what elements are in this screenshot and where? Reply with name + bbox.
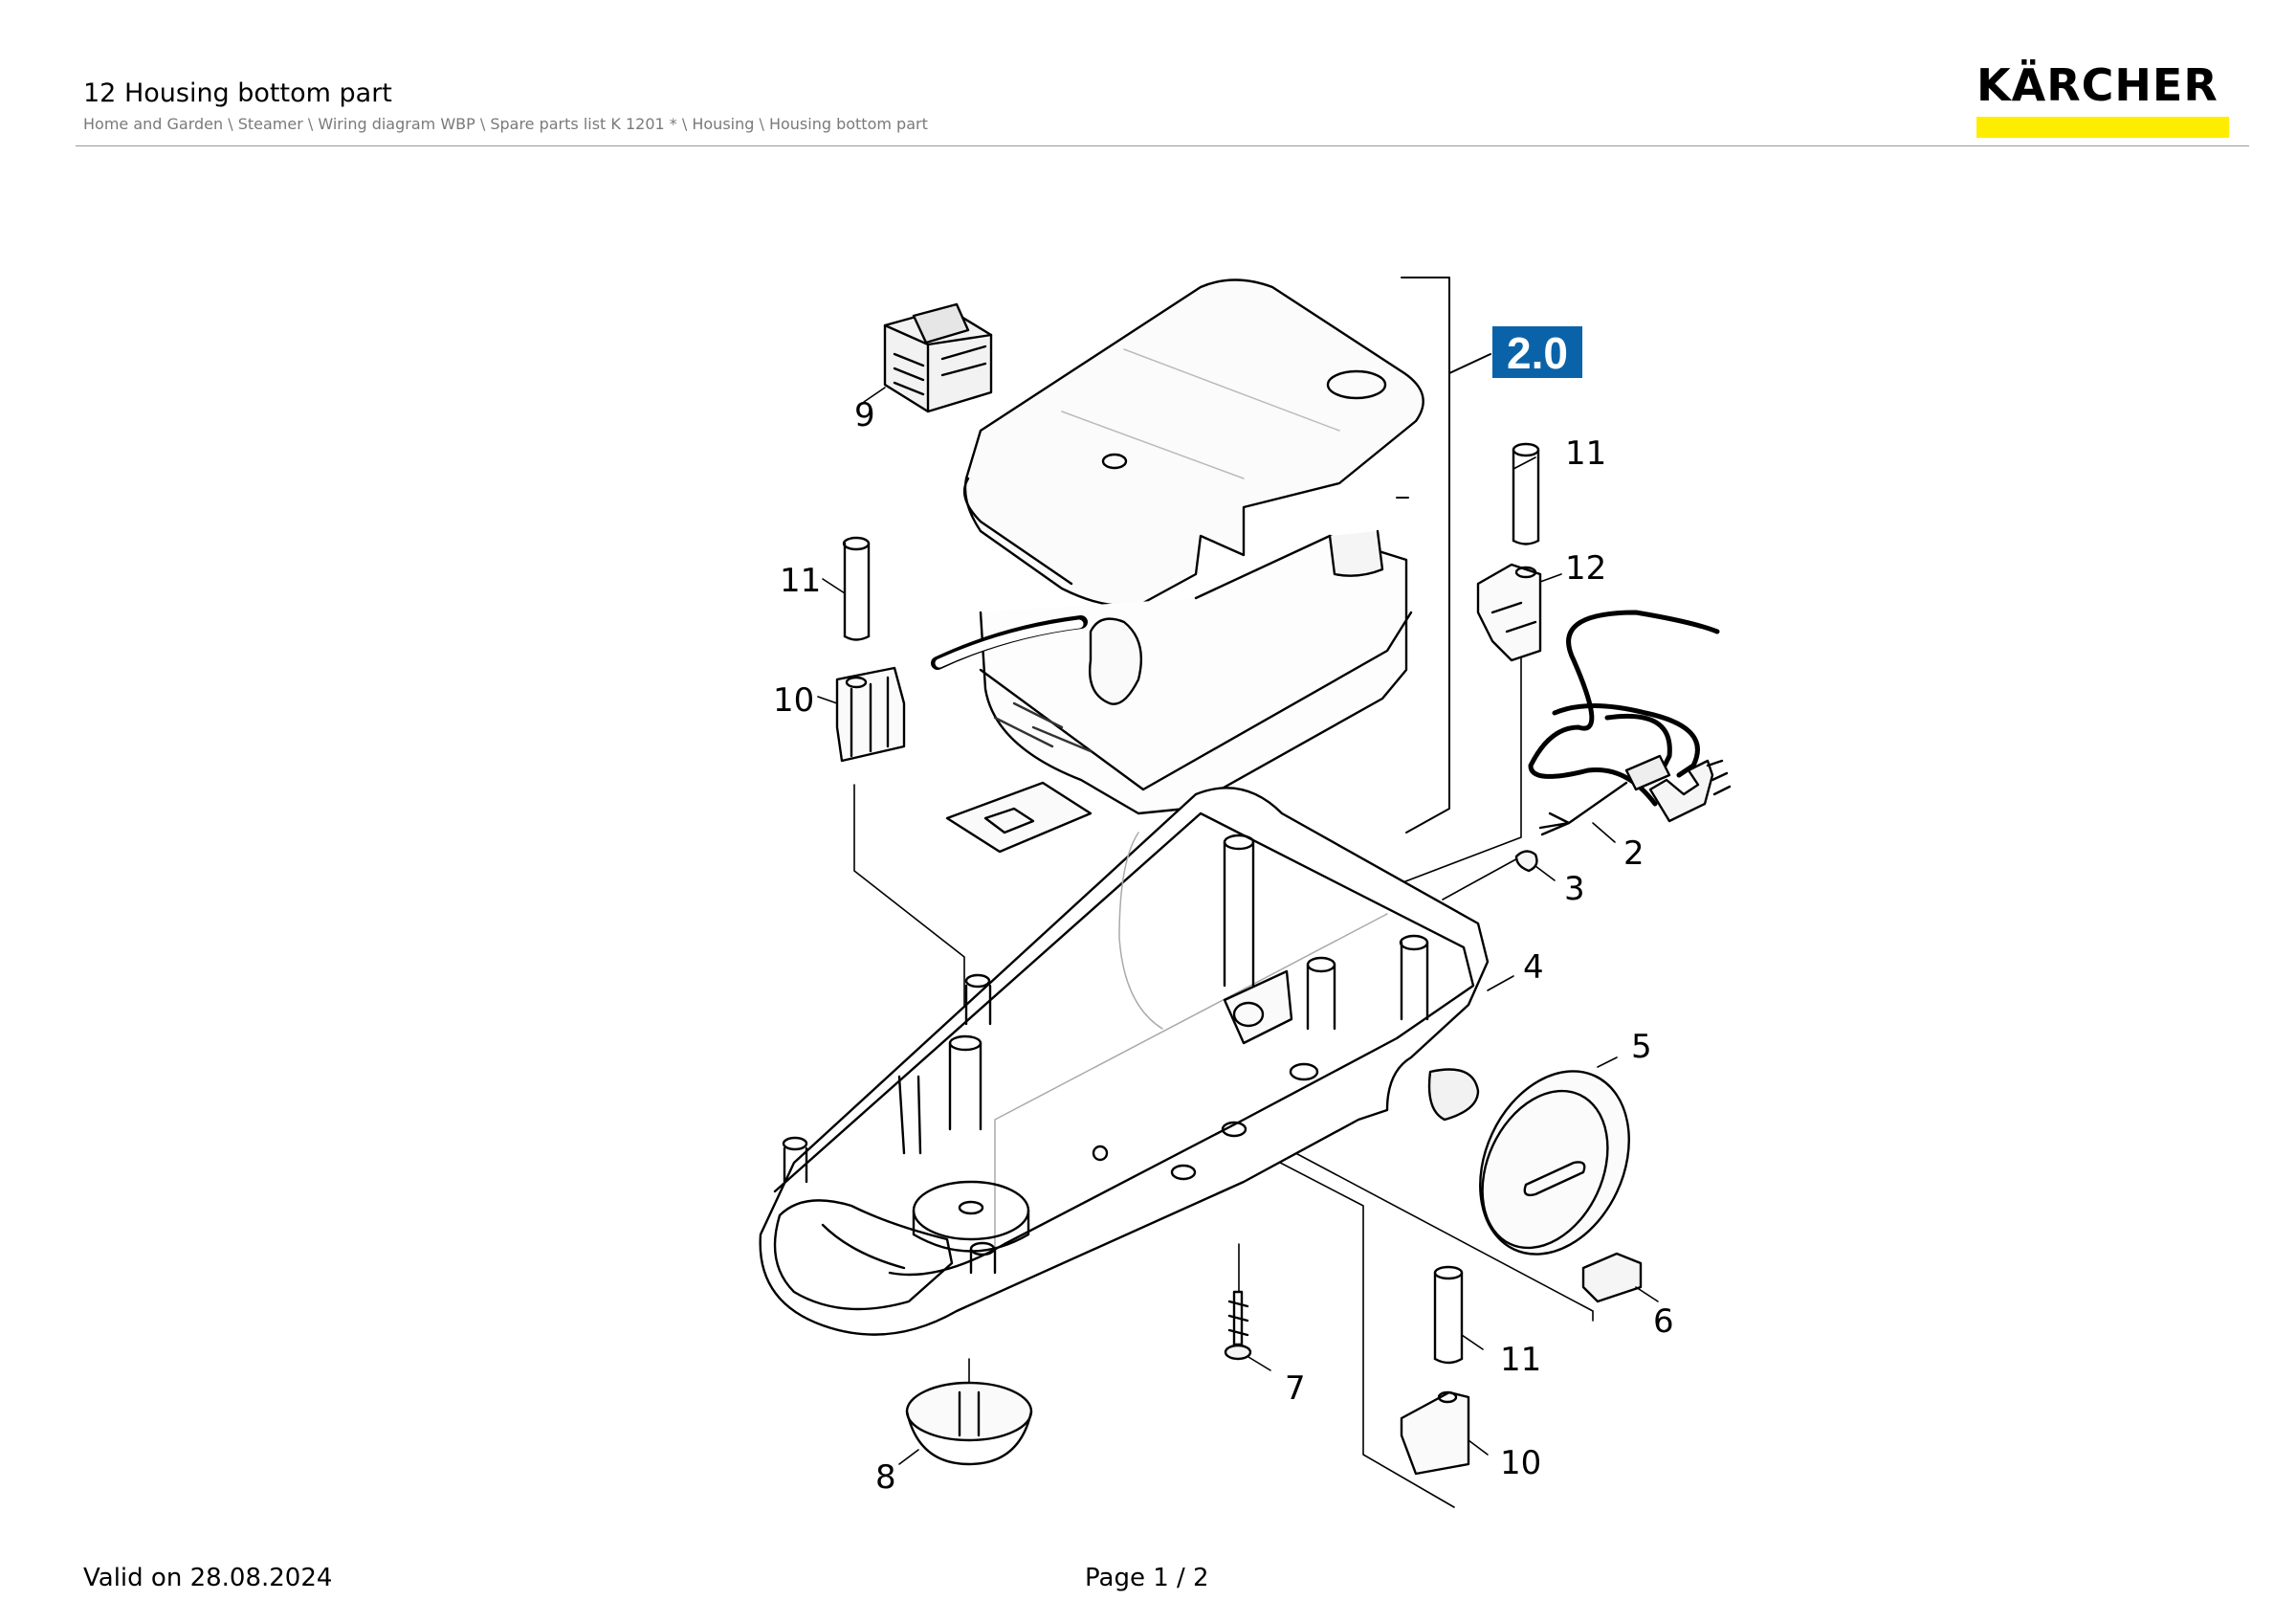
callout-5: 5 [1631, 1028, 1652, 1066]
callout-12: 12 [1565, 549, 1606, 588]
callout-9: 9 [854, 396, 875, 434]
terminal-block-part [1581, 1252, 1643, 1303]
housing-bottom [759, 787, 1490, 1336]
callout-7: 7 [1285, 1369, 1306, 1408]
screw-part [1224, 1290, 1252, 1361]
cable-clip-part [1514, 850, 1538, 873]
tube-part-left [842, 536, 871, 641]
valid-date: Valid on 28.08.2024 [83, 1564, 333, 1592]
callout-3: 3 [1564, 870, 1585, 908]
group-badge [1492, 326, 1582, 378]
callout-4: 4 [1523, 948, 1544, 987]
power-cable-part [1528, 610, 1732, 836]
holder-part-bottom-10 [1400, 1390, 1470, 1476]
header-divider [76, 145, 2249, 146]
callout-11-top-right: 11 [1565, 434, 1606, 473]
callout-2: 2 [1623, 834, 1645, 873]
foot-part [905, 1381, 1033, 1466]
logo-yellow-bar [1976, 117, 2229, 138]
boiler-body [931, 529, 1413, 815]
transformer-part [883, 302, 993, 413]
logo-wordmark: KÄRCHER [1976, 59, 2219, 111]
page-title: 12 Housing bottom part [83, 78, 392, 108]
callout-10-bottom: 10 [1500, 1444, 1541, 1482]
switch-plate [945, 781, 1093, 854]
callout-11-left: 11 [780, 562, 821, 600]
holder-part-left-10 [835, 666, 906, 763]
karcher-logo: KÄRCHER [1976, 63, 2231, 138]
holder-part-12 [1476, 563, 1542, 662]
callout-6: 6 [1653, 1302, 1674, 1341]
callout-10-left: 10 [773, 681, 814, 720]
group-badge-label: 2.0 [1507, 328, 1568, 378]
wheel-part [1479, 1070, 1630, 1256]
breadcrumb: Home and Garden \ Steamer \ Wiring diagr… [83, 115, 928, 133]
housing-cover [963, 278, 1424, 608]
tube-part-right [1512, 442, 1540, 545]
page-number: Page 1 / 2 [1085, 1564, 1209, 1592]
tube-part-bottom [1433, 1265, 1464, 1365]
callout-11-bottom: 11 [1500, 1341, 1541, 1379]
callout-8: 8 [875, 1458, 896, 1497]
